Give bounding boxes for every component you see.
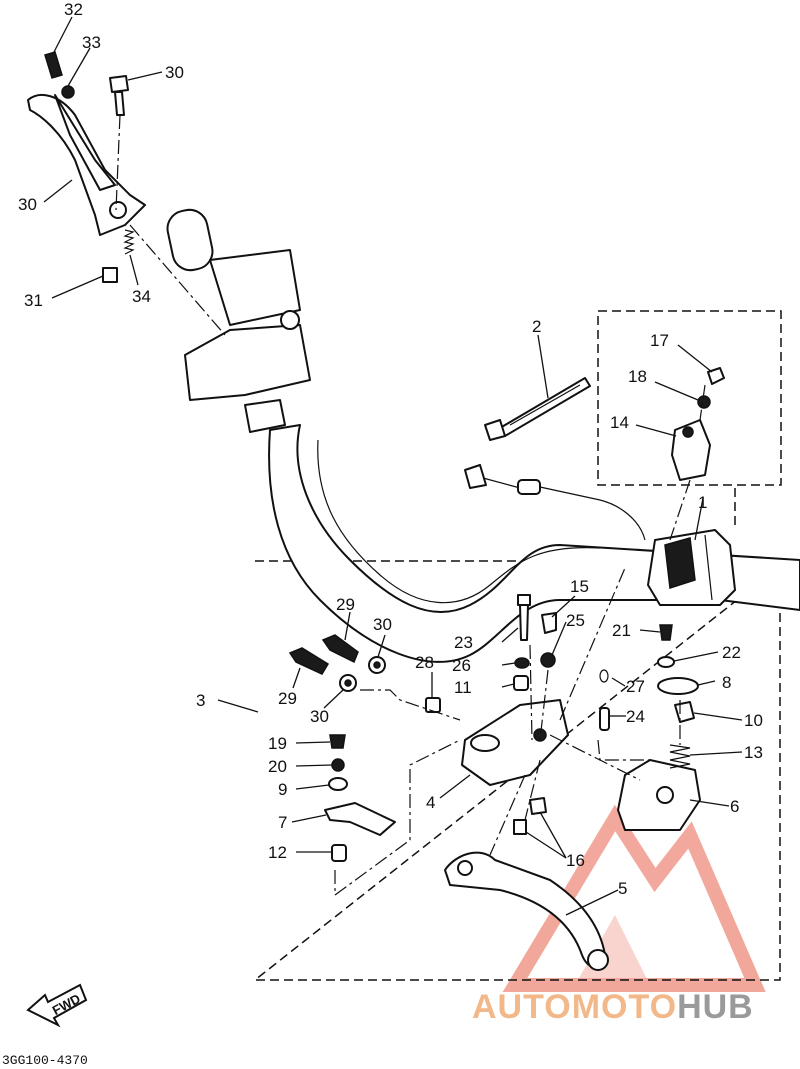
callout-30-upper: 30 [373,615,392,634]
part-36-spring [123,229,135,255]
callout-29-upper: 29 [336,595,355,614]
callout-2: 2 [532,317,541,336]
callout-10: 10 [744,711,763,730]
callout-7: 7 [278,813,287,832]
callout-16: 16 [566,851,585,870]
part-12-collar [331,844,347,862]
group-box-switch [597,310,782,486]
part-6-master-cylinder [617,759,701,831]
part-28-nut [425,697,441,713]
part-20-washer [331,758,345,772]
part-34-screw [44,51,63,79]
left-master-cylinder-body [184,324,311,401]
callout-20: 20 [268,757,287,776]
part-13-spring [669,744,691,769]
part-9-washer [328,777,348,791]
part-15-pin [541,612,557,634]
left-master-cap [280,310,300,330]
part-31-clutch-lever [27,94,146,236]
leader-lines [43,16,743,916]
part-2-cable-tie [484,377,591,441]
callout-21: 21 [612,621,631,640]
part-18-washer [697,395,711,409]
callout-19: 19 [268,734,287,753]
fwd-label: FWD [50,991,83,1018]
callout-31: 30 [18,195,37,214]
callout-9: 9 [278,780,287,799]
part-32-bolt [109,75,129,211]
part-33-nut [102,267,118,283]
left-clamp [244,399,286,433]
callout-33: 31 [24,291,43,310]
left-master-cylinder [209,249,301,326]
part-30-washer-upper [368,656,386,674]
part-16-nut-bolt [513,797,547,835]
fwd-arrow-icon [26,983,88,1028]
handlebar-inner-line [317,439,601,604]
part-4-lever-holder [461,699,569,786]
callout-34: 32 [64,0,83,19]
part-11-bushing [513,675,529,691]
callout-1: 1 [698,493,707,512]
part-35-nut [61,85,75,99]
part-1-switch-housing [647,529,736,606]
callout-14: 14 [610,413,629,432]
callout-15: 15 [570,577,589,596]
callout-3: 3 [196,691,205,710]
watermark-text-part1: AUTOMOTO [472,988,677,1026]
callout-17: 17 [650,331,669,350]
drawing-number: 3GG100-4370 [2,1053,88,1068]
callout-12: 12 [268,843,287,862]
callout-32: 30 [165,63,184,82]
callout-5: 5 [618,879,627,898]
part-23-bolt [517,594,531,641]
part-14-switch-cover [671,419,711,481]
callout-labels: 32 33 30 30 31 34 2 17 18 14 1 3 15 23 2… [18,0,763,898]
part-25-nut [540,652,556,668]
part-21-screw [659,624,673,641]
part-26-washer [514,657,530,669]
part-24-pin [599,707,610,731]
wire-connector [464,464,646,541]
fwd-direction-marker: FWD [26,983,88,1028]
watermark-triangle-outer [502,804,766,992]
assembly-lines [334,384,706,897]
callout-30-lower: 30 [310,707,329,726]
callout-35: 33 [82,33,101,52]
part-10-switch [674,701,695,723]
callout-11: 11 [454,678,472,697]
callout-24: 24 [626,707,645,726]
callout-8: 8 [722,673,731,692]
part-19-screw [329,734,346,749]
part-29-bolt-lower [288,647,330,675]
callout-36: 34 [132,287,151,306]
part-7-knob [324,802,396,836]
callout-13: 13 [744,743,763,762]
part-29-bolt-upper [321,634,359,664]
part-22-washer [657,656,675,668]
callout-25: 25 [566,611,585,630]
callout-28: 28 [415,653,434,672]
part-27-pin [599,669,609,683]
part-8-plate [657,677,699,695]
callout-4: 4 [426,793,435,812]
callout-6: 6 [730,797,739,816]
watermark-text: AUTOMOTOHUB [472,988,754,1026]
watermark-text-part2: HUB [677,988,754,1026]
callout-18: 18 [628,367,647,386]
callout-22: 22 [722,643,741,662]
callout-23: 23 [454,633,473,652]
left-grip [166,208,214,272]
callout-29-lower: 29 [278,689,297,708]
callout-27: 27 [626,677,645,696]
handlebar [129,208,800,663]
part-5-brake-lever [444,851,609,971]
callout-26: 26 [452,656,471,675]
part-30-washer-lower [339,674,357,692]
